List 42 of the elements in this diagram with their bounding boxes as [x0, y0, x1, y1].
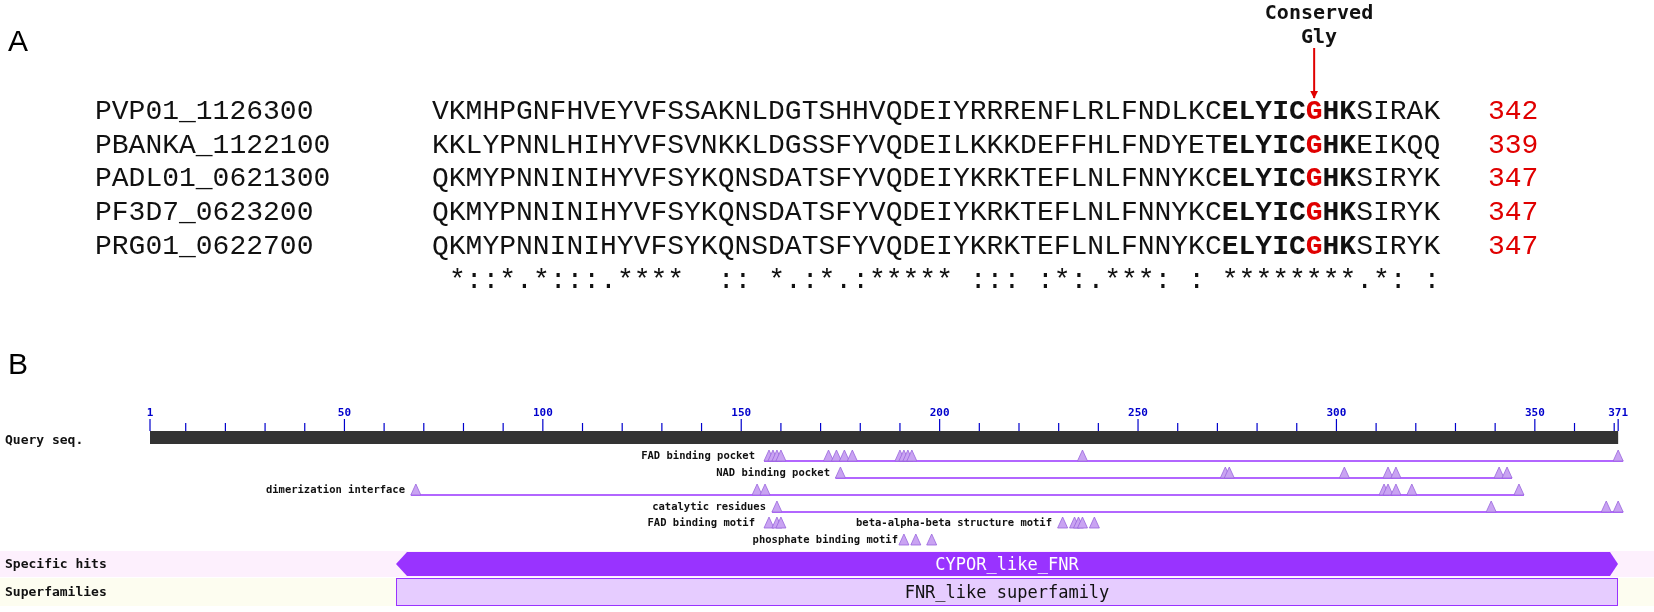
- sequence-text: KKLYPNNLHIHYVFSVNKKLDGSSFYVQDEILKKKDEFFHLFNDYETELYICGHKEIKQQ: [432, 128, 1441, 163]
- track-label: Superfamilies: [5, 583, 107, 601]
- tick-label: 250: [1128, 406, 1148, 420]
- domain-hit-bar: CYPOR_like_FNR: [396, 552, 1618, 576]
- tick-label: 150: [731, 406, 752, 420]
- feature-label: catalytic residues: [652, 500, 766, 513]
- residue-count: 347: [1488, 196, 1539, 231]
- sequence-text: QKMYPNNINIHYVFSYKQNSDATSFYVQDEIYKRKTEFLNLFNNYKCELYICGHKSIRYK: [432, 229, 1441, 264]
- track-label: Specific hits: [5, 555, 107, 573]
- feature-label: FAD binding motif: [647, 516, 755, 529]
- annotation-label: Conserved Gly: [1254, 0, 1384, 48]
- tick-label: 1: [146, 406, 154, 420]
- sequence-id: PBANKA_1122100: [95, 128, 331, 163]
- feature-label: beta-alpha-beta structure motif: [856, 516, 1052, 529]
- tick-label: 50: [337, 406, 352, 420]
- tick-label: 200: [929, 406, 950, 420]
- sequence-text: QKMYPNNINIHYVFSYKQNSDATSFYVQDEIYKRKTEFLNLFNNYKCELYICGHKSIRYK: [432, 162, 1441, 197]
- conservation-line: *::*.*:::.**** :: *.:*.:***** ::: :*:.***: : ********.*: :: [448, 263, 1441, 298]
- tick-label: 100: [532, 406, 553, 420]
- track-band: [0, 551, 1654, 577]
- track-label: Query seq.: [5, 432, 84, 448]
- sequence-text: QKMYPNNINIHYVFSYKQNSDATSFYVQDEIYKRKTEFLNLFNNYKCELYICGHKSIRYK: [432, 196, 1441, 231]
- superfamily-bar: FNR_like superfamily: [396, 578, 1618, 606]
- residue-count: 347: [1488, 229, 1539, 264]
- sequence-id: PF3D7_0623200: [95, 196, 314, 231]
- residue-count: 347: [1488, 162, 1539, 197]
- arrow: [1310, 47, 1319, 99]
- sequence-text: VKMHPGNFHVEYVFSSAKNLDGTSHHVQDEIYRRRENFLRLFNDLKCELYICGHKSIRAK: [432, 95, 1441, 129]
- sequence-id: PADL01_0621300: [95, 162, 331, 197]
- feature-label: FAD binding pocket: [641, 449, 755, 462]
- tick-label: 350: [1524, 406, 1545, 420]
- tick-label: 371: [1608, 406, 1629, 420]
- sequence-id: PRG01_0622700: [95, 229, 314, 264]
- residue-count: 342: [1488, 95, 1539, 129]
- residue-count: 339: [1488, 128, 1539, 163]
- panel-letter: A: [8, 24, 28, 58]
- sequence-id: PVP01_1126300: [95, 95, 314, 129]
- feature-label: dimerization interface: [265, 483, 405, 496]
- track-band: [0, 578, 1654, 606]
- panel-letter: B: [8, 347, 28, 381]
- tick-label: 300: [1326, 406, 1347, 420]
- feature-label: NAD binding pocket: [716, 466, 830, 479]
